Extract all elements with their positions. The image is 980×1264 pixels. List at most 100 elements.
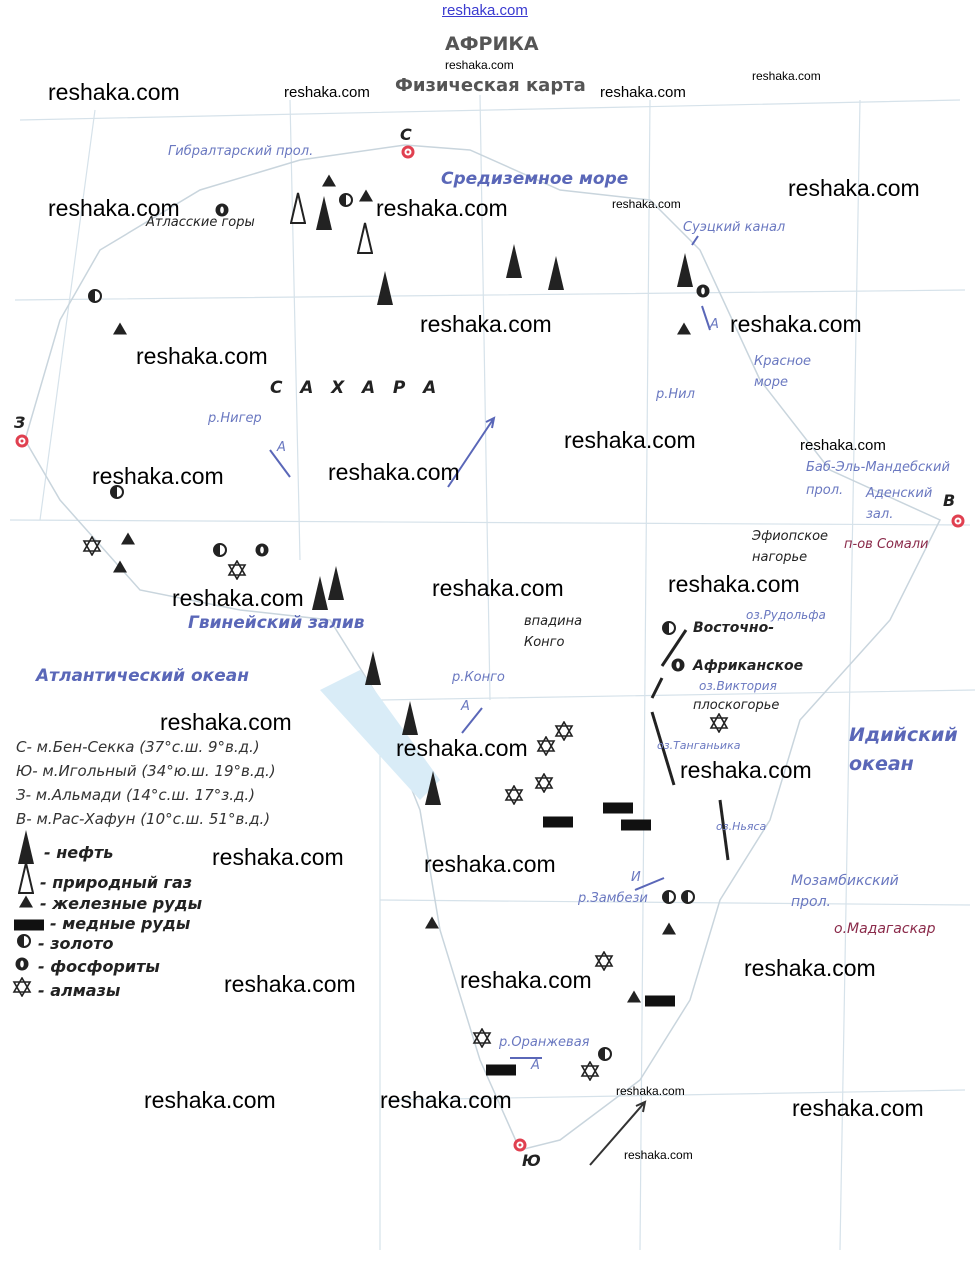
diamond-icon <box>536 735 556 760</box>
phosphorite-icon <box>215 203 230 222</box>
watermark: reshaka.com <box>680 757 812 783</box>
legend-iron: - железные руды <box>40 894 203 913</box>
diamond-icon <box>472 1027 492 1052</box>
watermark: reshaka.com <box>376 195 508 221</box>
iron-icon <box>18 894 34 913</box>
legend-copper: - медные руды <box>50 914 191 933</box>
point-north <box>401 145 415 159</box>
gas-icon <box>17 861 35 899</box>
copper-icon <box>14 916 44 935</box>
legend-diamond: - алмазы <box>38 981 121 1000</box>
gold-icon <box>681 890 696 909</box>
oil-icon <box>547 255 565 295</box>
watermark: reshaka.com <box>224 971 356 997</box>
label-mozambique-1: Мозамбикский <box>791 873 899 889</box>
phosphorite-icon <box>15 957 30 976</box>
label-atlantic: Атлантический океан <box>36 666 249 686</box>
gold-icon <box>339 193 354 212</box>
watermark: reshaka.com <box>144 1087 276 1113</box>
iron-icon <box>424 915 440 934</box>
copper-icon <box>645 992 675 1011</box>
label-east-2: Африканское <box>693 658 804 674</box>
label-east-3: плоскогорье <box>693 698 780 713</box>
label-red-sea-2: море <box>754 375 789 390</box>
label-nyasa: оз.Ньяса <box>716 820 767 833</box>
point-west-label: З <box>14 413 26 432</box>
watermark: reshaka.com <box>432 575 564 601</box>
copper-icon <box>603 799 633 818</box>
watermark: reshaka.com <box>160 709 292 735</box>
iron-icon <box>112 321 128 340</box>
label-aden-1: Аденский <box>866 486 933 501</box>
watermark: reshaka.com <box>744 955 876 981</box>
diamond-icon <box>12 976 32 1001</box>
phosphorite-icon <box>255 543 270 562</box>
watermark: reshaka.com <box>792 1095 924 1121</box>
diamond-icon <box>82 535 102 560</box>
label-ethiopia-1: Эфиопское <box>752 529 829 544</box>
watermark: reshaka.com <box>788 175 920 201</box>
cape-west: З- м.Альмади (14°с.ш. 17°з.д.) <box>16 786 256 804</box>
watermark: reshaka.com <box>616 1084 685 1098</box>
iron-icon <box>112 559 128 578</box>
label-bab-2: прол. <box>806 483 844 498</box>
site-link[interactable]: reshaka.com <box>442 2 528 19</box>
gold-icon <box>598 1047 613 1066</box>
map-subtitle: Физическая карта <box>395 75 586 96</box>
oil-icon <box>376 270 394 310</box>
label-zambezi: р.Замбези <box>578 891 648 906</box>
cape-north: С- м.Бен-Секка (37°с.ш. 9°в.д.) <box>16 738 260 756</box>
arrow-label-nile: А <box>710 317 719 332</box>
oil-icon <box>505 243 523 283</box>
watermark: reshaka.com <box>284 84 370 101</box>
label-nile: р.Нил <box>656 387 695 402</box>
legend-gold: - золото <box>38 934 114 953</box>
watermark: reshaka.com <box>380 1087 512 1113</box>
label-congo-basin-1: впадина <box>524 614 583 629</box>
oil-icon <box>364 650 382 690</box>
watermark: reshaka.com <box>564 427 696 453</box>
label-sahara: С А Х А Р А <box>270 378 437 398</box>
point-south <box>513 1138 527 1152</box>
iron-icon <box>321 173 337 192</box>
label-madagascar: о.Мадагаскар <box>834 921 936 937</box>
watermark: reshaka.com <box>445 58 514 72</box>
watermark: reshaka.com <box>172 585 304 611</box>
iron-icon <box>626 989 642 1008</box>
watermark: reshaka.com <box>92 463 224 489</box>
gold-icon <box>88 289 103 308</box>
watermark: reshaka.com <box>212 844 344 870</box>
label-somali: п-ов Сомали <box>844 537 929 552</box>
label-congo: р.Конго <box>452 670 505 685</box>
label-atlas: Атласские горы <box>146 215 255 230</box>
watermark: reshaka.com <box>48 195 180 221</box>
label-mediterranean: Средиземное море <box>441 169 629 189</box>
watermark: reshaka.com <box>668 571 800 597</box>
label-red-sea-1: Красное <box>754 354 812 369</box>
label-aden-2: зал. <box>866 507 894 522</box>
arrow-label-congo: А <box>461 699 470 714</box>
diamond-icon <box>227 559 247 584</box>
arrow-label-niger: А <box>277 440 286 455</box>
iron-icon <box>358 188 374 207</box>
oil-icon <box>315 195 333 235</box>
watermark: reshaka.com <box>460 967 592 993</box>
copper-icon <box>543 813 573 832</box>
watermark: reshaka.com <box>328 459 460 485</box>
oil-icon <box>311 575 329 615</box>
point-north-label: С <box>400 125 412 144</box>
label-guinea: Гвинейский залив <box>188 613 365 633</box>
label-suez: Суэцкий канал <box>683 220 786 235</box>
diamond-icon <box>504 784 524 809</box>
label-tanganyika: оз.Танганьика <box>657 739 741 752</box>
point-east-label: В <box>943 491 956 510</box>
oil-icon <box>401 700 419 740</box>
legend-phosphorite: - фосфориты <box>38 957 160 976</box>
arrow-label-orange: А <box>531 1058 540 1073</box>
legend-gas: - природный газ <box>40 873 193 892</box>
gold-icon <box>213 543 228 562</box>
label-mozambique-2: прол. <box>791 894 832 910</box>
watermark: reshaka.com <box>752 69 821 83</box>
arrow-label-zambezi: И <box>631 870 641 885</box>
label-indian-2: океан <box>849 753 914 775</box>
